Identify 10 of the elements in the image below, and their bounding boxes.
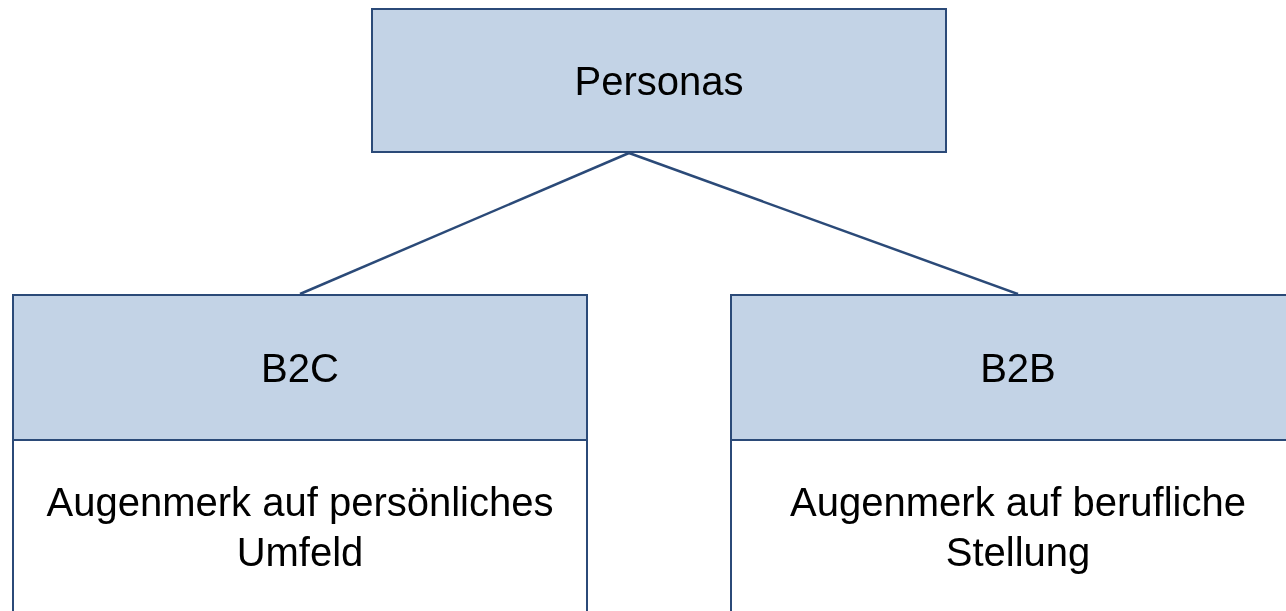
box-heading: Personas bbox=[574, 57, 744, 105]
connector-line bbox=[299, 151, 630, 296]
box-description: Augenmerk auf berufliche Stellung bbox=[789, 479, 1247, 576]
box-heading: B2C bbox=[261, 344, 339, 392]
category-box bbox=[730, 294, 1286, 611]
box-description: Augenmerk auf persönliches Umfeld bbox=[45, 479, 555, 576]
connector-line bbox=[628, 151, 1019, 296]
box-heading: B2B bbox=[980, 344, 1056, 392]
category-box bbox=[12, 294, 588, 611]
root-box bbox=[371, 8, 947, 153]
